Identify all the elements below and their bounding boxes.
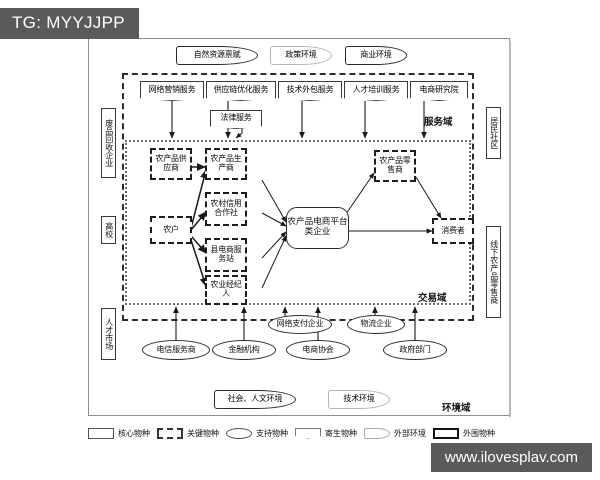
service-node-supply-chain[interactable]: 供应链优化服务 — [206, 81, 276, 101]
env-node-social-cultural[interactable]: 社会、人文环境 — [214, 390, 296, 409]
watermark-url-badge: www.ilovesplav.com — [430, 443, 592, 472]
legend-item-parasitic-species: 寄生物种 — [295, 427, 357, 439]
tg-tag-badge: TG: MYYJJPP — [0, 8, 139, 39]
env-node-business[interactable]: 商业环境 — [345, 46, 407, 65]
key-species-swatch-icon — [157, 427, 183, 439]
support-label: 电商协会 — [302, 344, 334, 354]
legend: 核心物种 关键物种 支持物种 寄生物种 外部环境 外围物种 — [88, 424, 512, 442]
node-label: 农产品零售商 — [379, 156, 411, 174]
node-label: 农村信用合作社 — [210, 199, 242, 217]
legend-label: 核心物种 — [118, 428, 150, 438]
support-node-logistics[interactable]: 物流企业 — [347, 315, 405, 334]
node-label: 农户 — [163, 224, 179, 234]
outer-node-waste-recycling[interactable]: 废品回收企业 — [101, 108, 116, 178]
transaction-node-agri-supplier[interactable]: 农产品供应商 — [150, 148, 192, 180]
legend-label: 外部环境 — [394, 428, 426, 438]
env-label: 技术环境 — [343, 394, 375, 404]
env-label: 政策环境 — [285, 50, 317, 60]
legend-item-peripheral-species: 外围物种 — [433, 427, 495, 439]
transaction-node-rural-credit-coop[interactable]: 农村信用合作社 — [205, 192, 247, 226]
outer-node-offline-retailer[interactable]: 线下农产品零售商 — [486, 226, 501, 318]
external-environment-swatch-icon — [364, 427, 390, 439]
parasitic-species-swatch-icon — [295, 427, 321, 439]
support-label: 物流企业 — [360, 319, 392, 329]
node-label: 消费者 — [441, 225, 465, 235]
service-node-tech-outsourcing[interactable]: 技术外包服务 — [278, 81, 342, 101]
service-label: 人才培训服务 — [352, 84, 400, 94]
env-label: 社会、人文环境 — [227, 394, 283, 404]
node-label: 农产品生产商 — [210, 154, 242, 172]
node-label: 农产品电商平台类企业 — [287, 217, 348, 237]
service-node-legal[interactable]: 法律服务 — [210, 110, 262, 129]
node-label: 农业经纪人 — [210, 280, 242, 298]
env-label: 商业环境 — [360, 50, 392, 60]
env-node-natural-resource[interactable]: 自然资源禀赋 — [176, 46, 258, 65]
domain-caption-environment: 环境域 — [442, 403, 471, 414]
service-label: 电商研究院 — [419, 84, 459, 94]
legend-item-support-species: 支持物种 — [226, 427, 288, 439]
legend-label: 支持物种 — [256, 428, 288, 438]
support-label: 网络支付企业 — [276, 319, 324, 329]
legend-label: 寄生物种 — [325, 428, 357, 438]
legend-label: 外围物种 — [463, 428, 495, 438]
transaction-node-ec-platform-enterprise[interactable]: 农产品电商平台类企业 — [286, 207, 349, 249]
env-label: 自然资源禀赋 — [193, 50, 241, 60]
service-node-talent-training[interactable]: 人才培训服务 — [344, 81, 408, 101]
support-node-government[interactable]: 政府部门 — [383, 340, 447, 360]
support-node-ecommerce-association[interactable]: 电商协会 — [286, 340, 350, 360]
outer-node-university[interactable]: 高校 — [101, 216, 116, 244]
support-species-swatch-icon — [226, 427, 252, 439]
outer-node-talent-market[interactable]: 人才市场 — [101, 308, 116, 360]
service-node-ecommerce-institute[interactable]: 电商研究院 — [410, 81, 468, 101]
support-label: 电信服务商 — [156, 344, 196, 354]
transaction-node-agri-producer[interactable]: 农产品生产商 — [205, 148, 247, 180]
transaction-node-county-ec-station[interactable]: 县电商服务站 — [205, 238, 247, 272]
legend-item-core-species: 核心物种 — [88, 427, 150, 439]
domain-caption-service: 服务域 — [424, 117, 453, 128]
transaction-node-agri-broker[interactable]: 农业经纪人 — [205, 275, 247, 305]
peripheral-species-swatch-icon — [433, 427, 459, 439]
support-label: 金融机构 — [228, 344, 260, 354]
transaction-node-agri-retailer[interactable]: 农产品零售商 — [374, 150, 416, 182]
transaction-node-consumer[interactable]: 消费者 — [432, 218, 474, 244]
outer-node-resident-community[interactable]: 居民社区 — [486, 107, 501, 159]
env-node-policy[interactable]: 政策环境 — [270, 46, 332, 65]
service-label: 供应链优化服务 — [213, 84, 269, 94]
node-label: 县电商服务站 — [210, 245, 242, 263]
env-node-technology[interactable]: 技术环境 — [328, 390, 390, 409]
service-label: 法律服务 — [220, 113, 252, 123]
core-species-swatch-icon — [88, 427, 114, 439]
support-node-financial-institution[interactable]: 金融机构 — [212, 340, 276, 360]
node-label: 农产品供应商 — [155, 154, 187, 172]
support-node-online-payment[interactable]: 网络支付企业 — [268, 315, 332, 334]
service-node-network-marketing[interactable]: 网络营销服务 — [140, 81, 204, 101]
legend-label: 关键物种 — [187, 428, 219, 438]
legend-item-key-species: 关键物种 — [157, 427, 219, 439]
service-label: 网络营销服务 — [148, 84, 196, 94]
support-node-telecom-provider[interactable]: 电信服务商 — [142, 340, 210, 360]
domain-caption-transaction: 交易域 — [418, 293, 447, 304]
legend-item-external-environment: 外部环境 — [364, 427, 426, 439]
support-label: 政府部门 — [399, 344, 431, 354]
service-label: 技术外包服务 — [286, 84, 334, 94]
transaction-node-farmer[interactable]: 农户 — [150, 216, 192, 244]
